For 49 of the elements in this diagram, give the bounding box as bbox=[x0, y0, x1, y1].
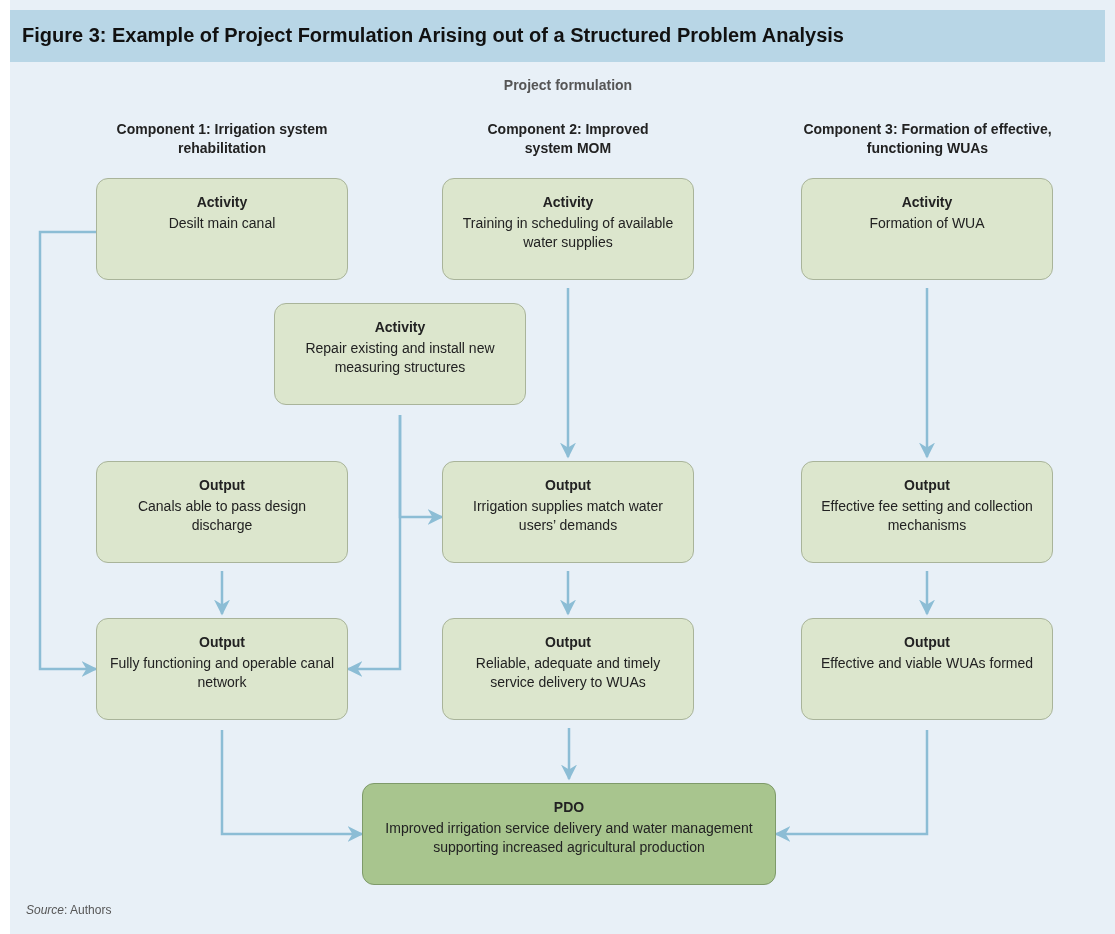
box-heading: Output bbox=[199, 476, 245, 495]
box-heading: Activity bbox=[901, 193, 953, 212]
box-text: Improved irrigation service delivery and water management supporting increased agricultural production bbox=[384, 818, 754, 857]
box-text: Canals able to pass design discharge bbox=[136, 496, 308, 535]
arrow bbox=[220, 730, 364, 842]
process-box bbox=[274, 303, 526, 405]
box-text: Reliable, adequate and timely service delivery to WUAs bbox=[474, 653, 662, 692]
box-heading: Output bbox=[904, 476, 950, 495]
box-text: Repair existing and install new measuring structures bbox=[304, 338, 496, 377]
box-heading: Output bbox=[545, 633, 591, 652]
arrow bbox=[774, 730, 929, 842]
process-box bbox=[96, 178, 348, 280]
arrow bbox=[38, 230, 98, 677]
arrow bbox=[346, 415, 402, 677]
box-heading: Output bbox=[199, 633, 245, 652]
box-heading: Activity bbox=[374, 318, 426, 337]
arrow bbox=[561, 728, 577, 781]
figure-title: Figure 3: Example of Project Formulation Arising out of a Structured Problem Analysis bbox=[22, 24, 844, 47]
box-text: Effective and viable WUAs formed bbox=[820, 653, 1034, 673]
objective-box bbox=[362, 783, 776, 885]
source-note: Source: Authors bbox=[26, 902, 113, 919]
box-heading: PDO bbox=[553, 798, 585, 817]
box-text: Desilt main canal bbox=[168, 213, 276, 233]
box-text: Training in scheduling of available water supplies bbox=[461, 213, 675, 252]
arrow bbox=[919, 571, 935, 616]
arrow bbox=[214, 571, 230, 616]
process-box bbox=[442, 178, 694, 280]
column-heading: Component 2: Improved system MOM bbox=[486, 120, 650, 158]
process-box bbox=[96, 461, 348, 563]
arrow bbox=[919, 288, 935, 459]
box-heading: Output bbox=[545, 476, 591, 495]
arrow bbox=[560, 288, 576, 459]
process-box bbox=[801, 618, 1053, 720]
process-box bbox=[442, 618, 694, 720]
process-box bbox=[442, 461, 694, 563]
arrow bbox=[560, 571, 576, 616]
process-box bbox=[96, 618, 348, 720]
box-heading: Activity bbox=[196, 193, 248, 212]
box-heading: Output bbox=[904, 633, 950, 652]
process-box bbox=[801, 461, 1053, 563]
section-heading: Project formulation bbox=[502, 76, 634, 95]
box-text: Fully functioning and operable canal network bbox=[108, 653, 336, 692]
box-heading: Activity bbox=[542, 193, 594, 212]
column-heading: Component 3: Formation of effective, functioning WUAs bbox=[802, 120, 1053, 158]
box-text: Formation of WUA bbox=[869, 213, 985, 233]
process-box bbox=[801, 178, 1053, 280]
box-text: Irrigation supplies match water users’ demands bbox=[472, 496, 664, 535]
box-text: Effective fee setting and collection mechanisms bbox=[820, 496, 1034, 535]
column-heading: Component 1: Irrigation system rehabilitation bbox=[115, 120, 329, 158]
